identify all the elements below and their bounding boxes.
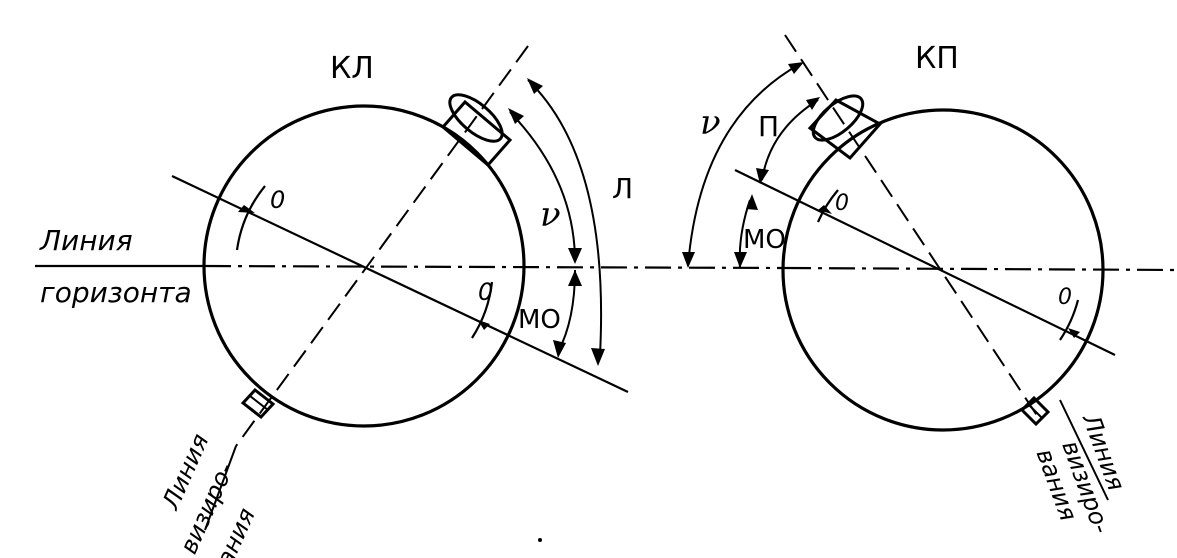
left-title: КЛ [330, 51, 374, 86]
right-panel: КП 0 0 ν П МО Линия визиро- вания [682, 34, 1130, 537]
left-panel: КЛ 0 0 ν Л МО Линия горизонта Линия визи… [39, 45, 633, 558]
right-index-line [734, 169, 1116, 356]
horizon-line [35, 264, 1177, 272]
right-angle-MO: МО [743, 225, 786, 255]
left-zero-bottom: 0 [478, 278, 493, 306]
right-vertical-circle [781, 108, 1105, 432]
left-angle-L: Л [612, 172, 633, 205]
left-horizon-label-1: Линия [39, 224, 133, 257]
right-title: КП [915, 41, 959, 76]
right-zero-bottom: 0 [1058, 285, 1072, 310]
right-angle-P: П [758, 110, 779, 143]
right-zero-top: 0 [835, 191, 849, 216]
right-sight-line [784, 34, 1041, 421]
left-sight-line [235, 45, 529, 447]
left-angle-MO: МО [518, 305, 561, 335]
left-vertical-circle [202, 104, 526, 428]
left-horizon-label-2: горизонта [40, 276, 192, 309]
right-angle-nu: ν [700, 103, 721, 143]
left-angle-nu: ν [540, 195, 561, 235]
left-zero-top: 0 [270, 186, 285, 214]
stray-dot [538, 538, 542, 542]
